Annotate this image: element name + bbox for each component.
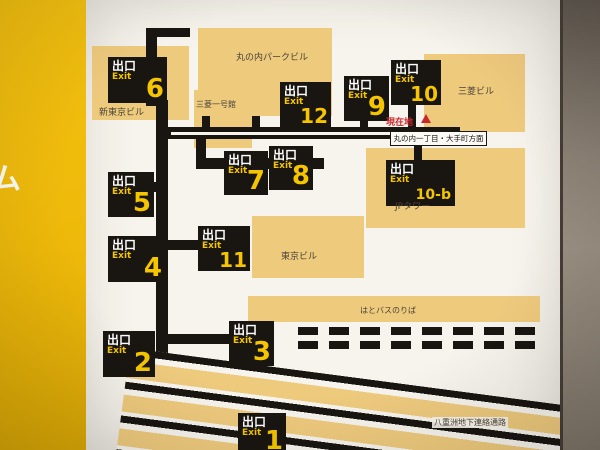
exit-en-label: Exit [202,240,222,251]
exit-en-label: Exit [348,90,368,101]
passage-line [408,103,416,129]
exit-number: 2 [133,348,152,378]
passage-line [156,100,168,370]
exit-number: 9 [367,92,386,122]
exit-kanji-label: 出口 [390,162,415,176]
passage-line [414,139,422,161]
exit-number: 3 [252,337,271,367]
exit-kanji-label: 出口 [112,59,137,73]
exit-kanji-label: 出口 [242,415,267,429]
building-label-hatobus: はとバスのりば [360,306,416,315]
wall-strip [560,0,600,450]
exit-box-9: 出口 Exit 9 [344,76,389,121]
dashed-track-row [298,327,545,335]
exit-number: 1 [264,426,283,450]
exit-en-label: Exit [273,160,293,171]
exit-box-11: 出口 Exit 11 [198,226,250,271]
passage-line [202,116,210,128]
passage-line [252,116,260,128]
building-label-mitsubishi: 三菱ビル [458,87,495,97]
exit-kanji-label: 出口 [228,153,253,167]
exit-en-label: Exit [107,345,127,356]
passage-line [168,334,230,344]
exit-en-label: Exit [112,186,132,197]
passage-line [360,116,368,128]
current-location-marker-icon [421,114,431,123]
exit-en-label: Exit [390,174,410,185]
exit-kanji-label: 出口 [107,333,132,347]
exit-kanji-label: 出口 [112,238,137,252]
passage-line [168,240,200,250]
underground-passage-area [86,340,560,450]
exit-number: 10 [410,82,438,106]
exit-number: 10-b [415,187,451,203]
exit-kanji-label: 出口 [284,84,309,98]
dashed-track-row [298,341,545,349]
exit-en-label: Exit [112,71,132,82]
exit-kanji-label: 出口 [233,323,258,337]
exit-kanji-label: 出口 [348,78,373,92]
exit-number: 8 [291,161,310,191]
exit-en-label: Exit [228,165,248,176]
passage-centerline [171,132,457,135]
exit-kanji-label: 出口 [202,228,227,242]
exit-number: 7 [246,166,265,196]
exit-number: 4 [143,253,162,283]
exit-en-label: Exit [233,335,253,346]
exit-number: 12 [300,104,328,128]
exit-kanji-label: 出口 [273,148,298,162]
current-location-label: 現在地 [386,118,414,128]
building-label-yaesu-passage: 八重洲地下連絡通路 [432,417,508,428]
underground-passage-stripes [112,348,560,450]
passage-line [196,139,206,163]
exit-number: 5 [132,188,151,218]
exit-box-6: 出口 Exit 6 [108,57,167,103]
exit-en-label: Exit [395,74,415,85]
building-label-marunouchi-park: 丸の内パークビル [236,53,309,63]
exit-en-label: Exit [242,427,262,438]
building-label-ichigokan: 三菱一号館 [196,100,236,109]
exit-box-5: 出口 Exit 5 [108,172,154,217]
direction-sign: 丸の内一丁目・大手町方面 [390,131,487,146]
building-label-jp-tower: JPタワー [395,202,431,212]
exit-en-label: Exit [112,250,132,261]
exit-box-8: 出口 Exit 8 [269,146,313,190]
exit-box-3: 出口 Exit 3 [229,321,274,366]
exit-en-label: Exit [284,96,304,107]
exit-box-10: 出口 Exit 10 [391,60,441,105]
building-label-shin-tokyo: 新東京ビル [99,108,145,118]
building-hatobus [248,296,540,322]
exit-kanji-label: 出口 [395,62,420,76]
exit-box-1: 出口 Exit 1 [238,413,286,450]
exit-box-12: 出口 Exit 12 [280,82,331,127]
building-label-tokyo: 東京ビル [281,252,318,262]
left-edge-partial-text: ム [0,162,21,197]
exit-box-4: 出口 Exit 4 [108,236,165,282]
exit-number: 11 [219,248,247,272]
exit-box-2: 出口 Exit 2 [103,331,155,377]
exit-box-7: 出口 Exit 7 [224,151,268,195]
exit-number: 6 [145,74,164,104]
passage-line [146,28,190,37]
exit-kanji-label: 出口 [112,174,137,188]
building-tokyo [252,216,364,278]
yellow-sidebar-strip [0,0,86,450]
exit-box-10-b: 出口 Exit 10-b [386,160,455,206]
